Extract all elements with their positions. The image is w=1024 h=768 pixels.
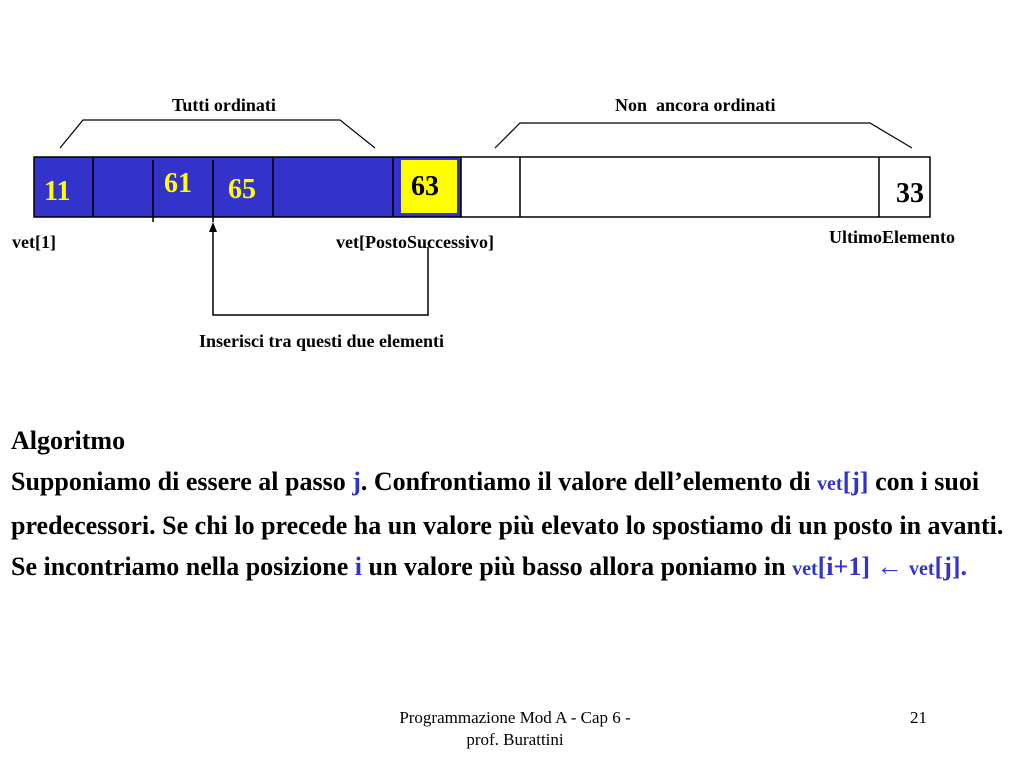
first-index-label: vet[1] — [12, 232, 56, 252]
cell-value-second: 61 — [164, 168, 192, 199]
sorted-label: Tutti ordinati — [172, 95, 276, 115]
left-arrow-icon: ← — [876, 552, 903, 581]
array-diagram — [33, 119, 931, 316]
current-cell — [401, 160, 457, 213]
arrow-head-icon — [209, 222, 217, 232]
cell-value-first: 11 — [44, 176, 71, 207]
unsorted-region — [460, 156, 931, 218]
algorithm-body: Supponiamo di essere al passo j. Confron… — [11, 467, 1004, 581]
algorithm-title: Algoritmo — [11, 426, 126, 455]
unsorted-brace — [494, 122, 913, 149]
insert-bracket — [212, 232, 429, 316]
last-element-label: UltimoElemento — [829, 227, 955, 247]
cell-value-last: 33 — [896, 178, 924, 209]
footer-course-line2: prof. Burattini — [466, 730, 564, 749]
sorted-region — [33, 156, 462, 218]
footer-course-line1: Programmazione Mod A - Cap 6 - — [399, 708, 631, 727]
sorted-brace — [59, 119, 376, 149]
cell-value-third: 65 — [228, 174, 256, 205]
next-position-label: vet[PostoSuccessivo] — [336, 232, 494, 252]
algorithm-text: Algoritmo Supponiamo di essere al passo … — [11, 420, 1016, 590]
cell-value-current: 63 — [411, 171, 439, 202]
footer-course: Programmazione Mod A - Cap 6 - prof. Bur… — [350, 707, 680, 751]
unsorted-label: Non ancora ordinati — [615, 95, 776, 115]
insert-between-label: Inserisci tra questi due elementi — [199, 331, 444, 351]
page-number: 21 — [910, 708, 927, 727]
